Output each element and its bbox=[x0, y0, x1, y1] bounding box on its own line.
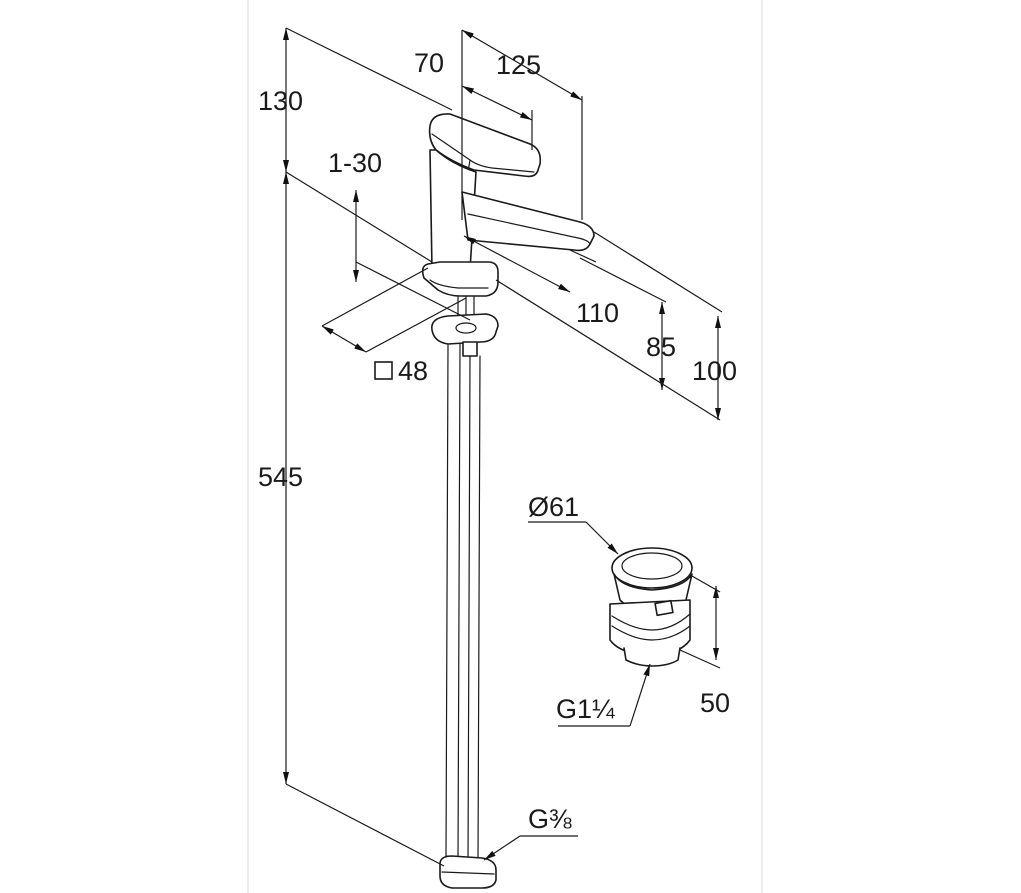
label-125: 125 bbox=[496, 50, 541, 80]
square-symbol bbox=[374, 361, 393, 380]
label-1-30: 1-30 bbox=[328, 148, 382, 178]
label-70: 70 bbox=[414, 48, 444, 78]
spout bbox=[461, 191, 595, 252]
dim-61-leader bbox=[528, 521, 619, 555]
label-thread-hose: G⅜ bbox=[528, 804, 572, 834]
dim-1-30 bbox=[353, 190, 471, 321]
drain-valve-drawing bbox=[609, 547, 693, 667]
dim-125 bbox=[461, 29, 583, 220]
dim-110 bbox=[463, 235, 597, 293]
thread-hose-leader bbox=[483, 835, 578, 861]
drain-body bbox=[609, 599, 691, 657]
dim-100 bbox=[593, 231, 723, 420]
label-thread-waste: G1¼ bbox=[556, 694, 615, 724]
supply-hose bbox=[445, 343, 481, 863]
dim-545 bbox=[283, 172, 445, 867]
label-85: 85 bbox=[646, 332, 676, 362]
fixing-washer bbox=[431, 313, 499, 345]
label-100: 100 bbox=[692, 356, 737, 386]
thread-waste-leader bbox=[558, 663, 651, 727]
label-130: 130 bbox=[258, 86, 303, 116]
drain-cap bbox=[611, 547, 693, 589]
dim-130 bbox=[283, 27, 453, 263]
label-diameter-61: Ø61 bbox=[528, 492, 579, 522]
base-plate bbox=[421, 261, 499, 297]
dim-50 bbox=[679, 575, 721, 669]
label-545: 545 bbox=[258, 462, 303, 492]
label-50: 50 bbox=[700, 688, 730, 718]
dim-48 bbox=[321, 267, 467, 353]
label-110: 110 bbox=[576, 298, 619, 328]
label-48: 48 bbox=[398, 356, 428, 386]
dim-85 bbox=[495, 257, 721, 421]
hose-fitting bbox=[439, 855, 497, 889]
